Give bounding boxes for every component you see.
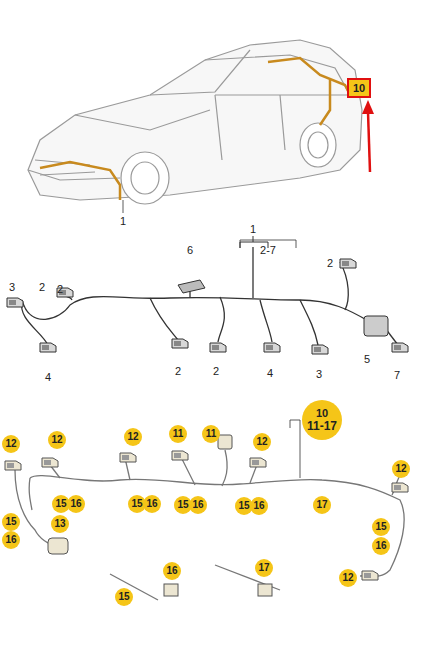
callout-number: 16 [372,537,390,555]
callout-number: 2 [57,284,63,295]
car-wiring [40,58,350,200]
callout-number: 4 [45,372,51,383]
harness-rear [15,450,404,600]
harness-front [22,247,398,345]
callout-number: 3 [9,282,15,293]
callout-number: 3 [316,369,322,380]
callout-box: 10 [347,78,371,98]
callout-number: 10 [316,407,328,419]
callout-number: 17 [313,496,331,514]
callout-number: 15 [115,588,133,606]
callout-number: 16 [143,495,161,513]
callout-number: 2 [175,366,181,377]
callout-number: 12 [2,435,20,453]
callout-number: 12 [124,428,142,446]
callout-number: 16 [2,531,20,549]
callout-number: 12 [253,433,271,451]
callout-number: 11 [169,425,187,443]
callout-number: 2-7 [260,245,276,256]
callout-number: 2 [213,366,219,377]
callout-number: 2 [39,282,45,293]
callout-number: 12 [339,569,357,587]
callout-number: 13 [51,515,69,533]
callout-number: 7 [394,370,400,381]
callout-number: 11-17 [307,419,337,433]
callout-number: 5 [364,354,370,365]
callout-number: 6 [187,245,193,256]
callout-number: 16 [250,497,268,515]
callout-number: 11 [202,425,220,443]
callout-number: 1 [250,224,256,235]
callout-number: 4 [267,368,273,379]
callout-number: 12 [48,431,66,449]
callout-number: 12 [392,460,410,478]
red-arrow [368,112,370,172]
callout-circle: 1011-17 [302,400,342,440]
callout-number: 16 [163,562,181,580]
car-outline [28,40,362,204]
callout-number: 15 [372,518,390,536]
callout-number: 15 [2,513,20,531]
callout-number: 2 [327,258,333,269]
leader-lines [240,240,300,478]
callout-number: 17 [255,559,273,577]
callout-number: 16 [189,496,207,514]
callout-number: 10 [353,82,365,94]
callout-number: 1 [120,216,126,227]
callout-number: 16 [67,495,85,513]
